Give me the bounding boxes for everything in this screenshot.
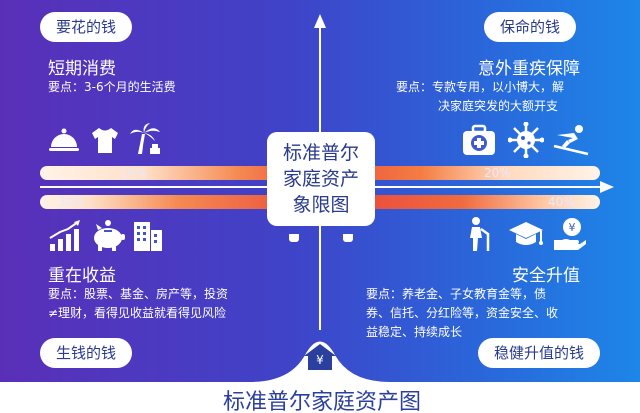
title-safe-appreciation: 安全升值 bbox=[512, 266, 580, 286]
desc-returns-line1: 要点：股票、基金、房产等，投资 bbox=[48, 287, 229, 301]
tshirt-icon bbox=[90, 125, 120, 155]
skier-icon bbox=[552, 124, 590, 156]
title-accident-critical-illness: 意外重疾保障 bbox=[478, 59, 580, 79]
pill-spending-money: 要花的钱 bbox=[40, 12, 133, 42]
pct-label-30: 30% bbox=[58, 195, 85, 209]
center-line2: 家庭资产 bbox=[282, 168, 359, 190]
virus-icon bbox=[508, 122, 544, 158]
pct-label-40: 40% bbox=[548, 195, 575, 209]
vertical-axis-arrow bbox=[314, 14, 326, 28]
footer-arc bbox=[0, 341, 640, 413]
center-label-box: 标准普尔 家庭资产 象限图 bbox=[267, 132, 375, 226]
desc-short-term: 要点：3-6个月的生活费 bbox=[48, 80, 176, 94]
desc-protection-line2: 决家庭突发的大额开支 bbox=[438, 99, 559, 113]
graduation-cap-icon bbox=[508, 220, 544, 250]
pct-label-20: 20% bbox=[484, 166, 511, 180]
desc-appreciation-line3: 益稳定、持续成长 bbox=[366, 325, 463, 339]
center-label-group: 标准普尔 家庭资产 象限图 bbox=[267, 132, 375, 242]
title-focus-on-returns: 重在收益 bbox=[48, 266, 116, 286]
bar-40 bbox=[325, 195, 600, 209]
bar-10 bbox=[40, 166, 315, 180]
pill-steady-appreciation-money: 稳健升值的钱 bbox=[478, 338, 601, 368]
yen-symbol: ¥ bbox=[316, 353, 324, 367]
piggy-bank-icon bbox=[90, 220, 126, 252]
house-icon bbox=[303, 342, 337, 372]
center-box-leg-left bbox=[289, 234, 299, 242]
pct-label-10: 10% bbox=[120, 166, 147, 180]
desc-protection-line1: 要点：专款专用，以小博大，解 bbox=[396, 80, 565, 94]
desc-returns-line2: ≠理财，看得见收益就看得见风险 bbox=[48, 306, 227, 320]
palm-tree-icon bbox=[128, 122, 162, 156]
horizontal-axis-arrow bbox=[600, 181, 614, 193]
pill-protection-money: 保命的钱 bbox=[484, 12, 577, 42]
center-line3: 象限图 bbox=[292, 194, 350, 216]
bar-30 bbox=[40, 195, 315, 209]
center-line1: 标准普尔 bbox=[282, 142, 359, 164]
svg-text:¥: ¥ bbox=[569, 221, 576, 234]
bar-20 bbox=[325, 166, 600, 180]
elderly-icon bbox=[462, 216, 496, 252]
cloche-icon bbox=[48, 125, 80, 155]
title-short-term-consumption: 短期消费 bbox=[48, 59, 116, 79]
pill-money-making-money: 生钱的钱 bbox=[40, 338, 133, 368]
center-box-leg-right bbox=[343, 234, 353, 242]
building-icon bbox=[132, 218, 164, 252]
medical-kit-icon bbox=[462, 124, 496, 156]
money-hand-icon: ¥ bbox=[552, 216, 588, 252]
footer-title: 标准普尔家庭资产图 bbox=[223, 390, 422, 413]
desc-appreciation-line1: 要点：养老金、子女教育金等，债 bbox=[366, 287, 547, 301]
bar-growth-icon bbox=[48, 220, 82, 252]
desc-appreciation-line2: 券、信托、分红险等，资金安全、收 bbox=[366, 306, 559, 320]
